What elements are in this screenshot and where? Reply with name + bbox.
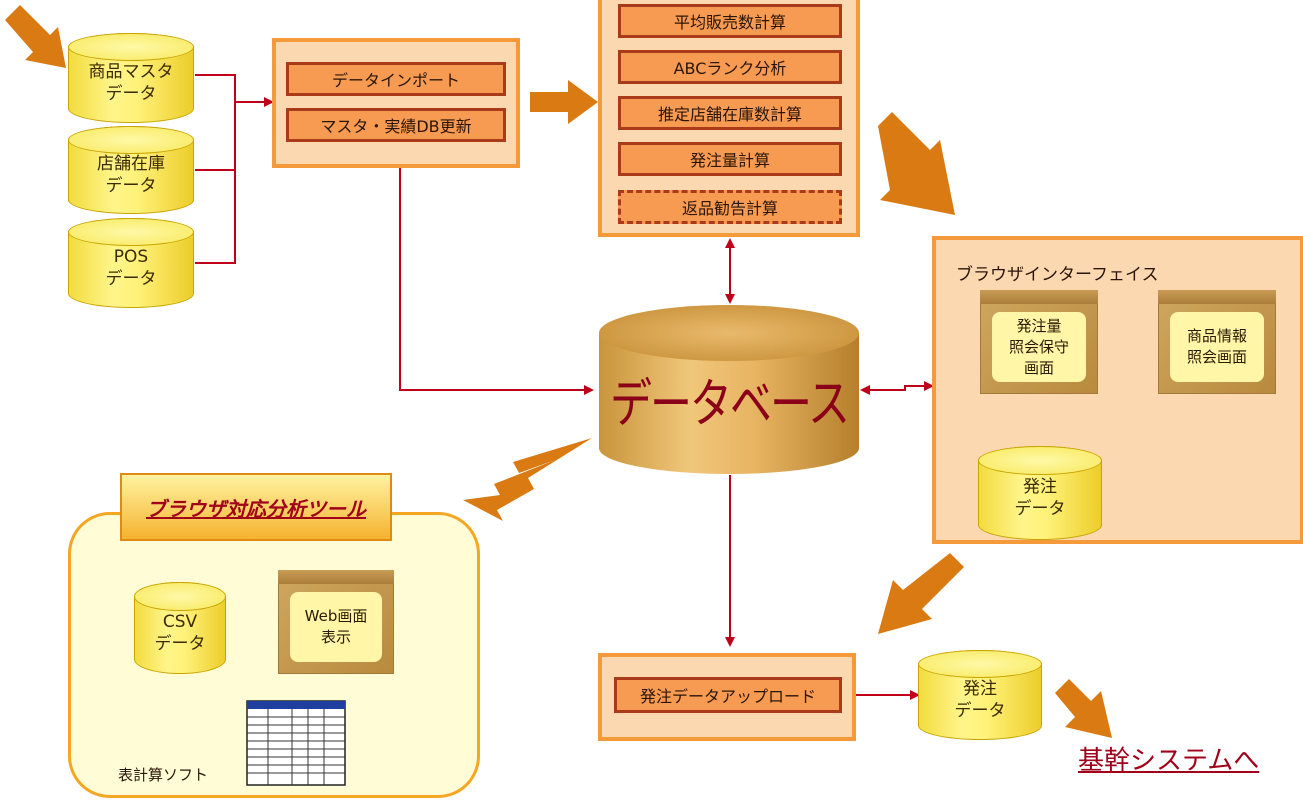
csv-data-cylinder: CSV データ	[134, 582, 226, 674]
order-inquiry-screen[interactable]: 発注量 照会保守 画面	[980, 290, 1098, 394]
abc-rank-label: ABCランク分析	[673, 59, 787, 78]
store-inventory-data-cylinder: 店舗在庫 データ	[68, 126, 194, 214]
browser-order-data-cylinder: 発注 データ	[978, 446, 1102, 540]
database-cylinder-graphic	[599, 305, 859, 474]
store-inventory-data-label: 店舗在庫 データ	[97, 154, 165, 196]
import-panel: データインポート マスタ・実績DB更新	[272, 38, 520, 168]
database-label: データベース	[610, 372, 850, 434]
arrow-db-analysis	[463, 438, 592, 521]
avg-sales-calc-button[interactable]: 平均販売数計算	[618, 4, 842, 38]
spreadsheet-icon	[246, 700, 346, 786]
product-master-data-cylinder: 商品マスタ データ	[68, 33, 194, 123]
database-cylinder: データベース	[598, 303, 860, 475]
upload-order-data-cylinder: 発注 データ	[918, 650, 1042, 740]
arrow-to-core	[1055, 679, 1112, 738]
spreadsheet-grid-graphic	[246, 700, 346, 786]
web-screen-display-label: Web画面 表示	[290, 592, 382, 662]
product-master-data-label: 商品マスタ データ	[88, 62, 174, 104]
order-upload-label: 発注データアップロード	[639, 687, 816, 706]
arrow-in-topleft	[5, 5, 66, 68]
data-import-button[interactable]: データインポート	[286, 62, 506, 96]
store-inventory-calc-button[interactable]: 推定店舗在庫数計算	[618, 96, 842, 130]
arrow-browser-upload	[878, 553, 964, 634]
arrow-import-calc	[530, 80, 598, 124]
avg-sales-calc-label: 平均販売数計算	[673, 13, 786, 32]
pos-data-cylinder: POS データ	[68, 218, 194, 308]
order-inquiry-screen-label: 発注量 照会保守 画面	[992, 312, 1086, 382]
browser-interface-title: ブラウザインターフェイス	[956, 265, 1159, 285]
spreadsheet-label: 表計算ソフト	[118, 766, 209, 784]
abc-rank-button[interactable]: ABCランク分析	[618, 50, 842, 84]
core-system-link[interactable]: 基幹システムへ	[1078, 746, 1260, 776]
arrow-calc-browser	[878, 112, 955, 215]
return-advice-calc-button[interactable]: 返品勧告計算	[618, 190, 842, 224]
calculation-panel: 平均販売数計算 ABCランク分析 推定店舗在庫数計算 発注量計算 返品勧告計算	[598, 0, 860, 237]
return-advice-calc-label: 返品勧告計算	[681, 199, 778, 218]
web-screen-display[interactable]: Web画面 表示	[278, 570, 394, 674]
order-qty-calc-label: 発注量計算	[689, 151, 770, 170]
upload-order-data-label: 発注 データ	[954, 679, 1006, 721]
analysis-tool-title: ブラウザ対応分析ツール	[146, 496, 366, 521]
analysis-tool-title-tab: ブラウザ対応分析ツール	[120, 473, 392, 541]
product-info-screen-label: 商品情報 照会画面	[1170, 312, 1264, 382]
browser-order-data-label: 発注 データ	[1014, 477, 1066, 519]
order-qty-calc-button[interactable]: 発注量計算	[618, 142, 842, 176]
browser-interface-panel: ブラウザインターフェイス 発注量 照会保守 画面 商品情報 照会画面 発注 デー…	[932, 236, 1303, 544]
product-info-screen[interactable]: 商品情報 照会画面	[1158, 290, 1276, 394]
data-import-label: データインポート	[331, 71, 460, 90]
upload-panel: 発注データアップロード	[598, 653, 856, 741]
master-db-update-label: マスタ・実績DB更新	[320, 117, 472, 136]
store-inventory-calc-label: 推定店舗在庫数計算	[657, 105, 802, 124]
master-db-update-button[interactable]: マスタ・実績DB更新	[286, 108, 506, 142]
pos-data-label: POS データ	[105, 247, 157, 289]
order-upload-button[interactable]: 発注データアップロード	[614, 677, 842, 713]
csv-data-label: CSV データ	[154, 612, 206, 654]
